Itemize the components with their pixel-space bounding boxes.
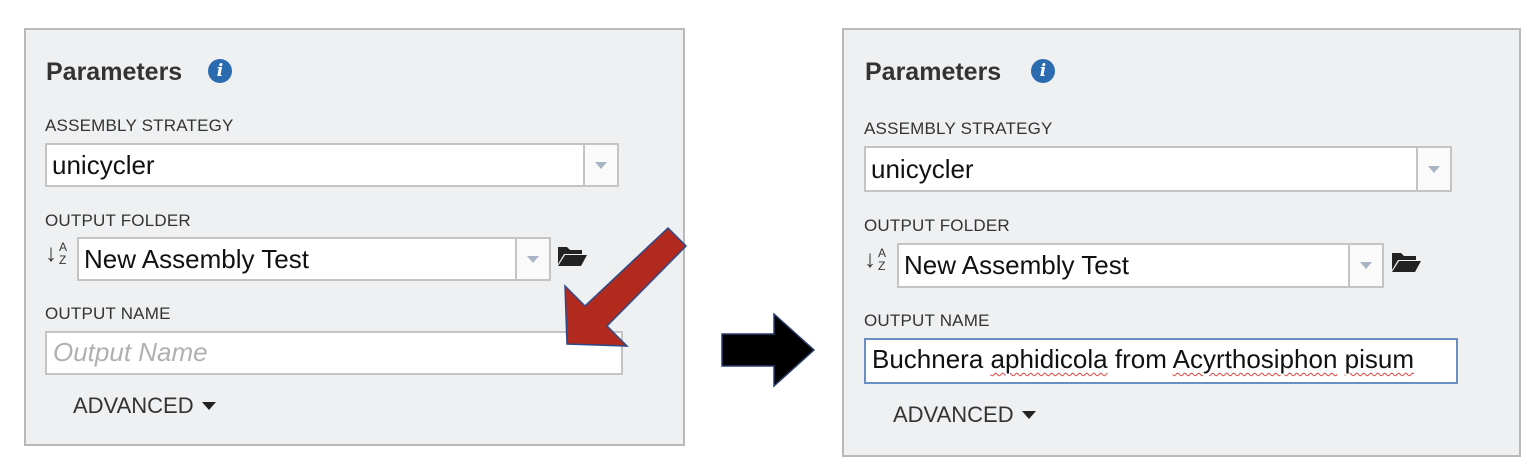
chevron-down-icon <box>595 161 607 169</box>
assembly-strategy-select[interactable]: unicycler <box>45 143 619 187</box>
panel-title: Parameters <box>865 58 1002 86</box>
output-name-text-1: Buchnera <box>872 344 991 374</box>
parameters-panel-before: Parameters i ASSEMBLY STRATEGY unicycler… <box>24 28 685 446</box>
output-folder-label: OUTPUT FOLDER <box>864 216 1010 235</box>
output-folder-value: New Assembly Test <box>904 250 1129 280</box>
dropdown-button[interactable] <box>1348 245 1382 286</box>
info-icon[interactable]: i <box>208 59 232 83</box>
output-folder-select[interactable]: New Assembly Test <box>897 243 1384 288</box>
output-folder-select[interactable]: New Assembly Test <box>77 237 551 281</box>
output-name-text-4: Acyrthosiphon <box>1172 344 1338 374</box>
folder-open-icon[interactable] <box>556 244 588 268</box>
dropdown-button[interactable] <box>515 239 549 279</box>
output-folder-label: OUTPUT FOLDER <box>45 211 191 230</box>
panel-title: Parameters <box>46 58 183 86</box>
red-arrow-icon <box>564 226 688 347</box>
output-name-text-5 <box>1337 344 1344 374</box>
dropdown-button[interactable] <box>1416 148 1450 190</box>
output-name-text-6: pisum <box>1344 344 1414 374</box>
black-arrow-icon <box>721 312 816 388</box>
output-folder-value: New Assembly Test <box>84 243 309 274</box>
assembly-strategy-label: ASSEMBLY STRATEGY <box>864 119 1053 138</box>
assembly-strategy-value: unicycler <box>871 153 974 184</box>
folder-open-icon[interactable] <box>1390 250 1422 274</box>
chevron-down-icon <box>1428 165 1440 173</box>
advanced-label: ADVANCED <box>893 402 1014 427</box>
caret-down-icon <box>201 402 216 410</box>
caret-down-icon <box>1021 411 1036 419</box>
output-name-input[interactable]: Output Name <box>45 331 623 375</box>
chevron-down-icon <box>1360 262 1372 269</box>
assembly-strategy-value: unicycler <box>52 149 155 180</box>
advanced-toggle[interactable]: ADVANCED <box>73 393 216 419</box>
info-icon[interactable]: i <box>1031 59 1055 83</box>
output-name-text-3: from <box>1107 344 1173 374</box>
output-name-label: OUTPUT NAME <box>864 311 990 330</box>
chevron-down-icon <box>527 255 539 263</box>
output-name-text-2: aphidicola <box>990 344 1108 374</box>
output-name-input[interactable]: Buchnera aphidicola from Acyrthosiphon p… <box>864 338 1458 384</box>
advanced-label: ADVANCED <box>73 393 194 418</box>
assembly-strategy-select[interactable]: unicycler <box>864 146 1452 192</box>
output-name-label: OUTPUT NAME <box>45 304 171 323</box>
advanced-toggle[interactable]: ADVANCED <box>893 402 1036 428</box>
dropdown-button[interactable] <box>583 145 617 185</box>
parameters-panel-after: Parameters i ASSEMBLY STRATEGY unicycler… <box>842 28 1521 457</box>
assembly-strategy-label: ASSEMBLY STRATEGY <box>45 116 234 135</box>
